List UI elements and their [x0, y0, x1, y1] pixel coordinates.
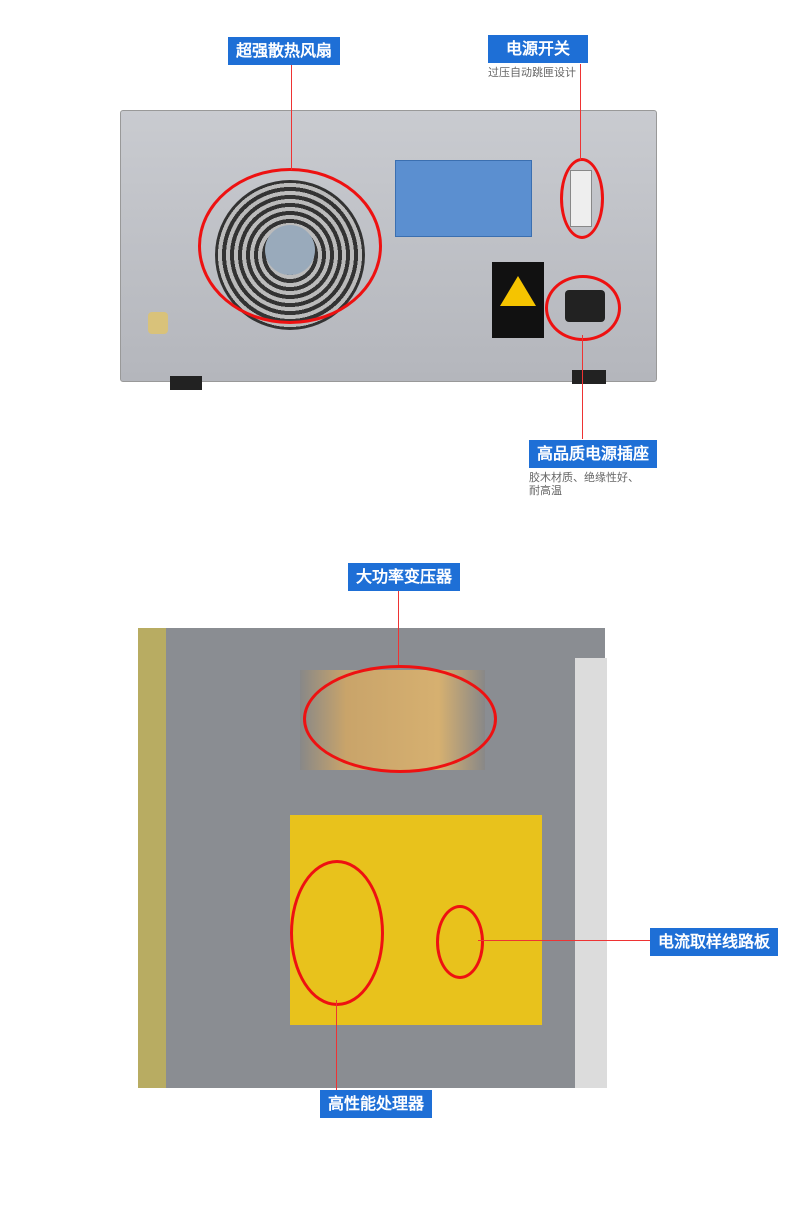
switch-description: 过压自动跳匣设计 — [488, 66, 576, 79]
callout-line — [580, 64, 581, 160]
callout-line — [291, 64, 292, 170]
callout-line — [582, 335, 583, 439]
callout-line — [336, 1000, 337, 1090]
warning-triangle-icon — [500, 276, 536, 306]
fan-highlight-circle — [198, 168, 382, 324]
socket-highlight-circle — [545, 275, 621, 341]
transformer-highlight-circle — [303, 665, 497, 773]
device-foot — [170, 376, 202, 390]
terminal-knob — [148, 312, 168, 334]
transformer-label: 大功率变压器 — [348, 563, 461, 591]
device-foot — [572, 370, 606, 384]
sampling-board-label: 电流取样线路板 — [650, 928, 779, 956]
side-panel-right — [575, 658, 607, 1088]
fan-label: 超强散热风扇 — [228, 37, 341, 65]
processor-highlight-circle — [290, 860, 384, 1006]
nameplate — [395, 160, 532, 237]
socket-description-line1: 胶木材质、绝缘性好、 — [529, 471, 639, 484]
socket-label: 高品质电源插座 — [529, 440, 658, 468]
socket-description-line2: 耐高温 — [529, 484, 562, 497]
callout-line — [398, 590, 399, 665]
callout-line — [478, 940, 650, 941]
switch-label: 电源开关 — [488, 35, 588, 63]
switch-highlight-circle — [560, 158, 604, 239]
sampling-board-highlight-circle — [436, 905, 484, 979]
side-panel-left — [138, 628, 166, 1088]
processor-label: 高性能处理器 — [320, 1090, 433, 1118]
